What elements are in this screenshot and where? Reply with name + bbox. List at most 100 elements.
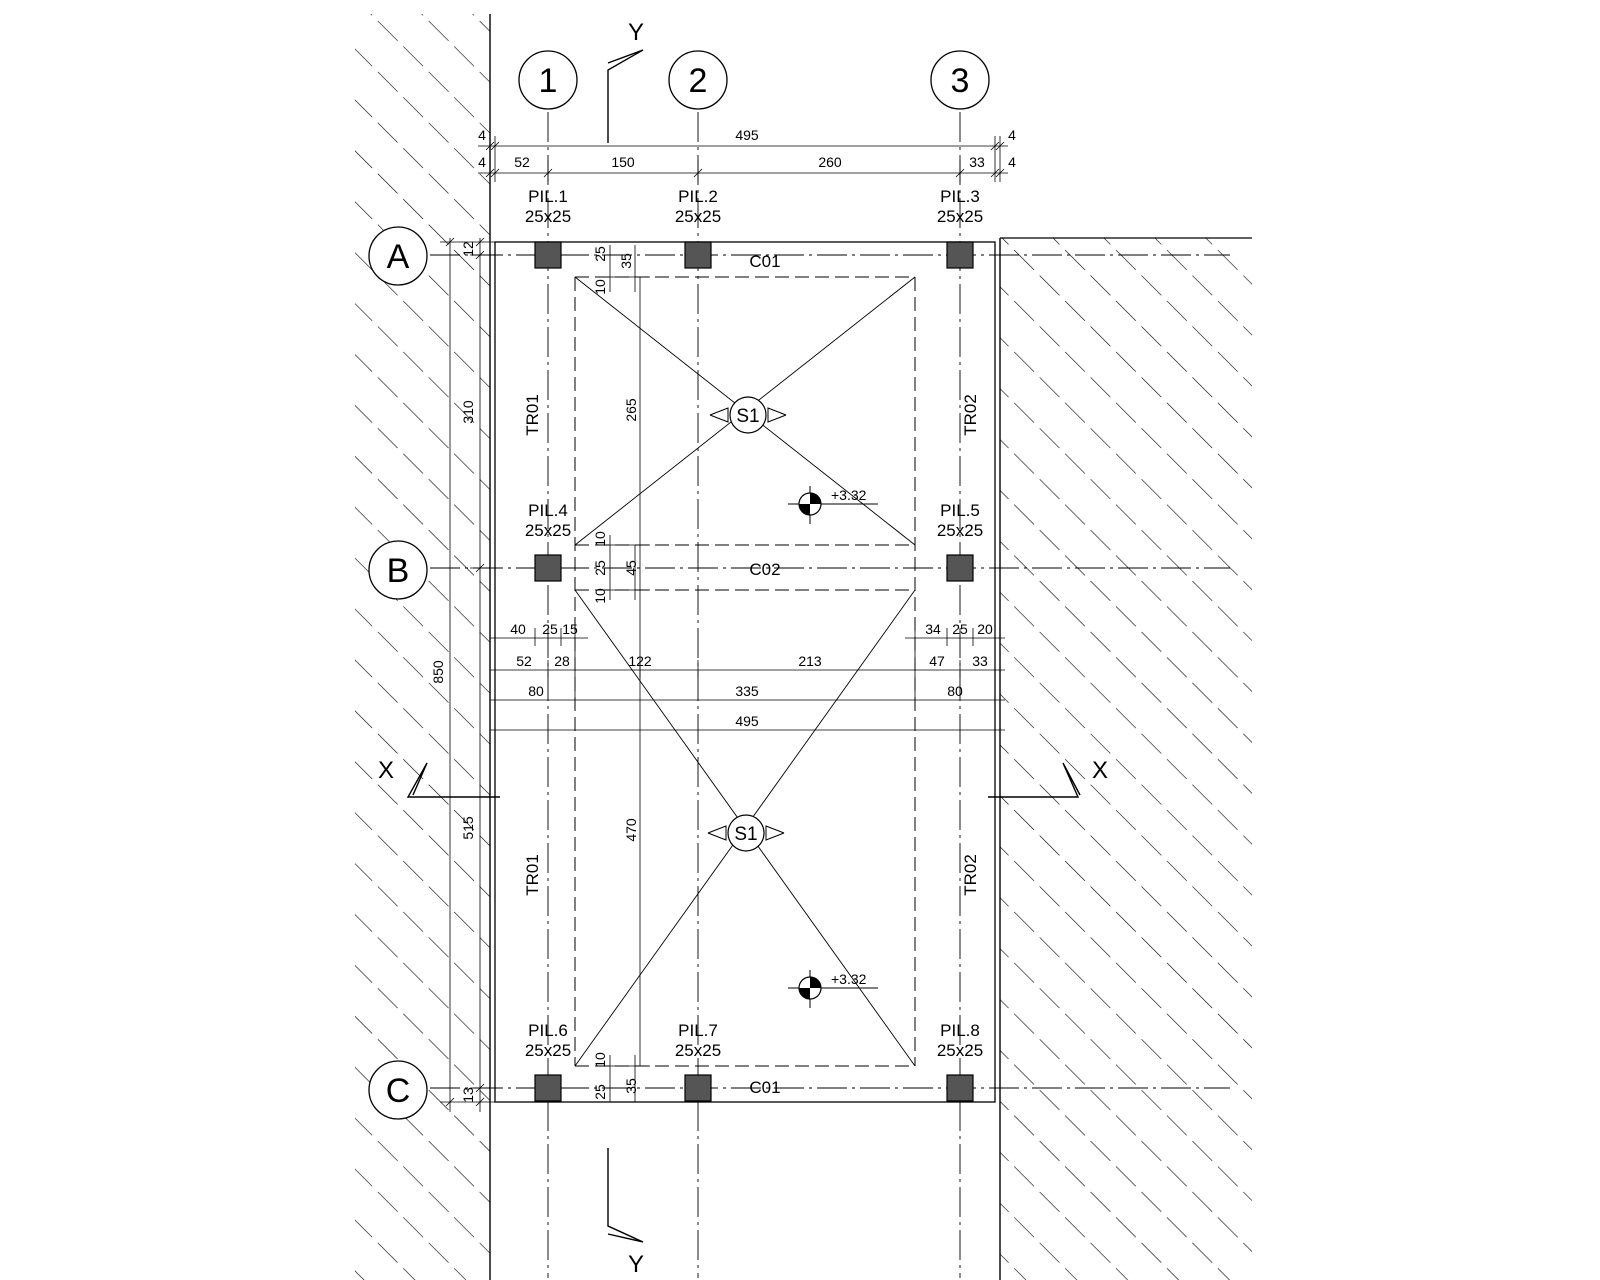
pillar-6	[534, 1074, 562, 1102]
pillar-2-size: 25x25	[675, 207, 721, 226]
grid-bubbles-columns: 1 2 3	[518, 50, 990, 110]
dim-r3-80b: 80	[947, 683, 963, 699]
pillar-1	[534, 241, 562, 269]
pillar-3-name: PIL.3	[940, 187, 980, 206]
section-mark-y-top	[607, 49, 644, 143]
pillar-5	[946, 554, 974, 582]
dim-r2-213: 213	[798, 653, 822, 669]
grid-row-a: A	[387, 238, 410, 276]
dim-r1-15: 15	[562, 621, 578, 637]
grid-column-2: 2	[689, 62, 708, 100]
dim-top2-left-edge: 4	[478, 154, 486, 170]
beam-tr02-lower: TR02	[961, 854, 980, 896]
beam-c02: C02	[749, 560, 780, 579]
dim-r3-80a: 80	[528, 683, 544, 699]
pillar-8	[946, 1074, 974, 1102]
section-y-bottom-label: Y	[628, 1251, 644, 1278]
dim-r2-52: 52	[516, 653, 532, 669]
pillar-4-name: PIL.4	[528, 501, 568, 520]
section-y-top-label: Y	[628, 19, 644, 46]
pillar-8-name: PIL.8	[940, 1021, 980, 1040]
grid-bubbles-rows: A B C	[368, 226, 428, 1120]
dim-v-35-top: 35	[618, 253, 634, 269]
pillar-4	[534, 554, 562, 582]
pillars	[534, 241, 974, 1102]
grid-row-b: B	[387, 552, 410, 590]
section-mark-x-right	[988, 762, 1081, 798]
dim-v-10-c: 10	[592, 588, 608, 604]
dim-left-13: 13	[460, 1087, 476, 1103]
pillar-8-size: 25x25	[937, 1041, 983, 1060]
dim-v-265: 265	[623, 398, 639, 422]
dim-top2-a: 52	[514, 154, 530, 170]
slab-tag-lower: S1	[707, 814, 785, 852]
dim-left-515: 515	[460, 816, 476, 840]
pillar-6-name: PIL.6	[528, 1021, 568, 1040]
dim-v-10-a: 10	[592, 279, 608, 295]
grid-column-3: 3	[951, 62, 970, 100]
dim-r2-122: 122	[628, 653, 652, 669]
dim-top-total: 495	[735, 127, 759, 143]
dim-r3-335: 335	[735, 683, 759, 699]
elevation-marker-lower: +3.32	[788, 970, 878, 1008]
dim-top2-c: 260	[818, 154, 842, 170]
dimension-text: 495 4 4 4 52 150 260 33 4 12 310 850 515…	[430, 127, 1016, 1103]
pillar-4-size: 25x25	[525, 521, 571, 540]
dim-r1-34: 34	[925, 621, 941, 637]
beam-c01-bottom: C01	[749, 1078, 780, 1097]
slab-diagonals	[574, 276, 916, 1067]
dim-v-45: 45	[623, 560, 639, 576]
dimension-lines	[440, 136, 1008, 1112]
pillar-6-size: 25x25	[525, 1041, 571, 1060]
pillar-2-name: PIL.2	[678, 187, 718, 206]
dim-left-12: 12	[460, 241, 476, 257]
dim-r1-25a: 25	[542, 621, 558, 637]
dim-top2-right-edge: 4	[1008, 154, 1016, 170]
pillar-5-name: PIL.5	[940, 501, 980, 520]
dim-r1-20: 20	[977, 621, 993, 637]
dim-v-35-bot: 35	[623, 1078, 639, 1094]
dim-top2-b: 150	[611, 154, 635, 170]
slab-tag-upper: S1	[709, 396, 787, 434]
grid-column-1: 1	[539, 62, 558, 100]
pillar-1-name: PIL.1	[528, 187, 568, 206]
dim-v-10-d: 10	[592, 1052, 608, 1068]
beam-c01-top: C01	[749, 252, 780, 271]
pillar-labels: PIL.1 25x25 PIL.2 25x25 PIL.3 25x25 PIL.…	[525, 187, 983, 1060]
slab-s1-lower: S1	[734, 824, 757, 845]
elevation-upper: +3.32	[831, 487, 867, 503]
section-mark-y-bottom	[607, 1148, 644, 1243]
dim-r1-25b: 25	[952, 621, 968, 637]
pillar-7	[684, 1074, 712, 1102]
elevation-marker-upper: +3.32	[788, 486, 878, 524]
grid-row-c: C	[386, 1072, 411, 1110]
dim-r1-40: 40	[510, 621, 526, 637]
dim-top-left-edge: 4	[478, 127, 486, 143]
section-x-left-label: X	[378, 757, 394, 784]
pillar-3-size: 25x25	[937, 207, 983, 226]
pillar-1-size: 25x25	[525, 207, 571, 226]
dim-v-25-bot: 25	[592, 1084, 608, 1100]
pillar-5-size: 25x25	[937, 521, 983, 540]
pillar-3	[946, 241, 974, 269]
elevation-lower: +3.32	[831, 971, 867, 987]
dim-v-25-mid: 25	[592, 560, 608, 576]
beam-tr01-upper: TR01	[523, 394, 542, 436]
slab-s1-upper: S1	[736, 406, 759, 427]
beam-tr01-lower: TR01	[523, 854, 542, 896]
pillar-2	[684, 241, 712, 269]
dim-top-right-edge: 4	[1008, 127, 1016, 143]
section-x-right-label: X	[1092, 757, 1108, 784]
dim-v-470: 470	[623, 818, 639, 842]
pillar-7-size: 25x25	[675, 1041, 721, 1060]
hatched-wall-right	[999, 237, 1252, 1280]
beam-hidden-lines	[574, 276, 916, 1067]
dim-left-850: 850	[430, 660, 446, 684]
dim-left-310: 310	[460, 400, 476, 424]
beam-labels: C01 C02 C01 TR01 TR02 TR01 TR02	[523, 252, 980, 1097]
dim-r2-33: 33	[972, 653, 988, 669]
dim-r2-47: 47	[929, 653, 945, 669]
dim-top2-d: 33	[969, 154, 985, 170]
dim-v-25-top: 25	[592, 246, 608, 262]
